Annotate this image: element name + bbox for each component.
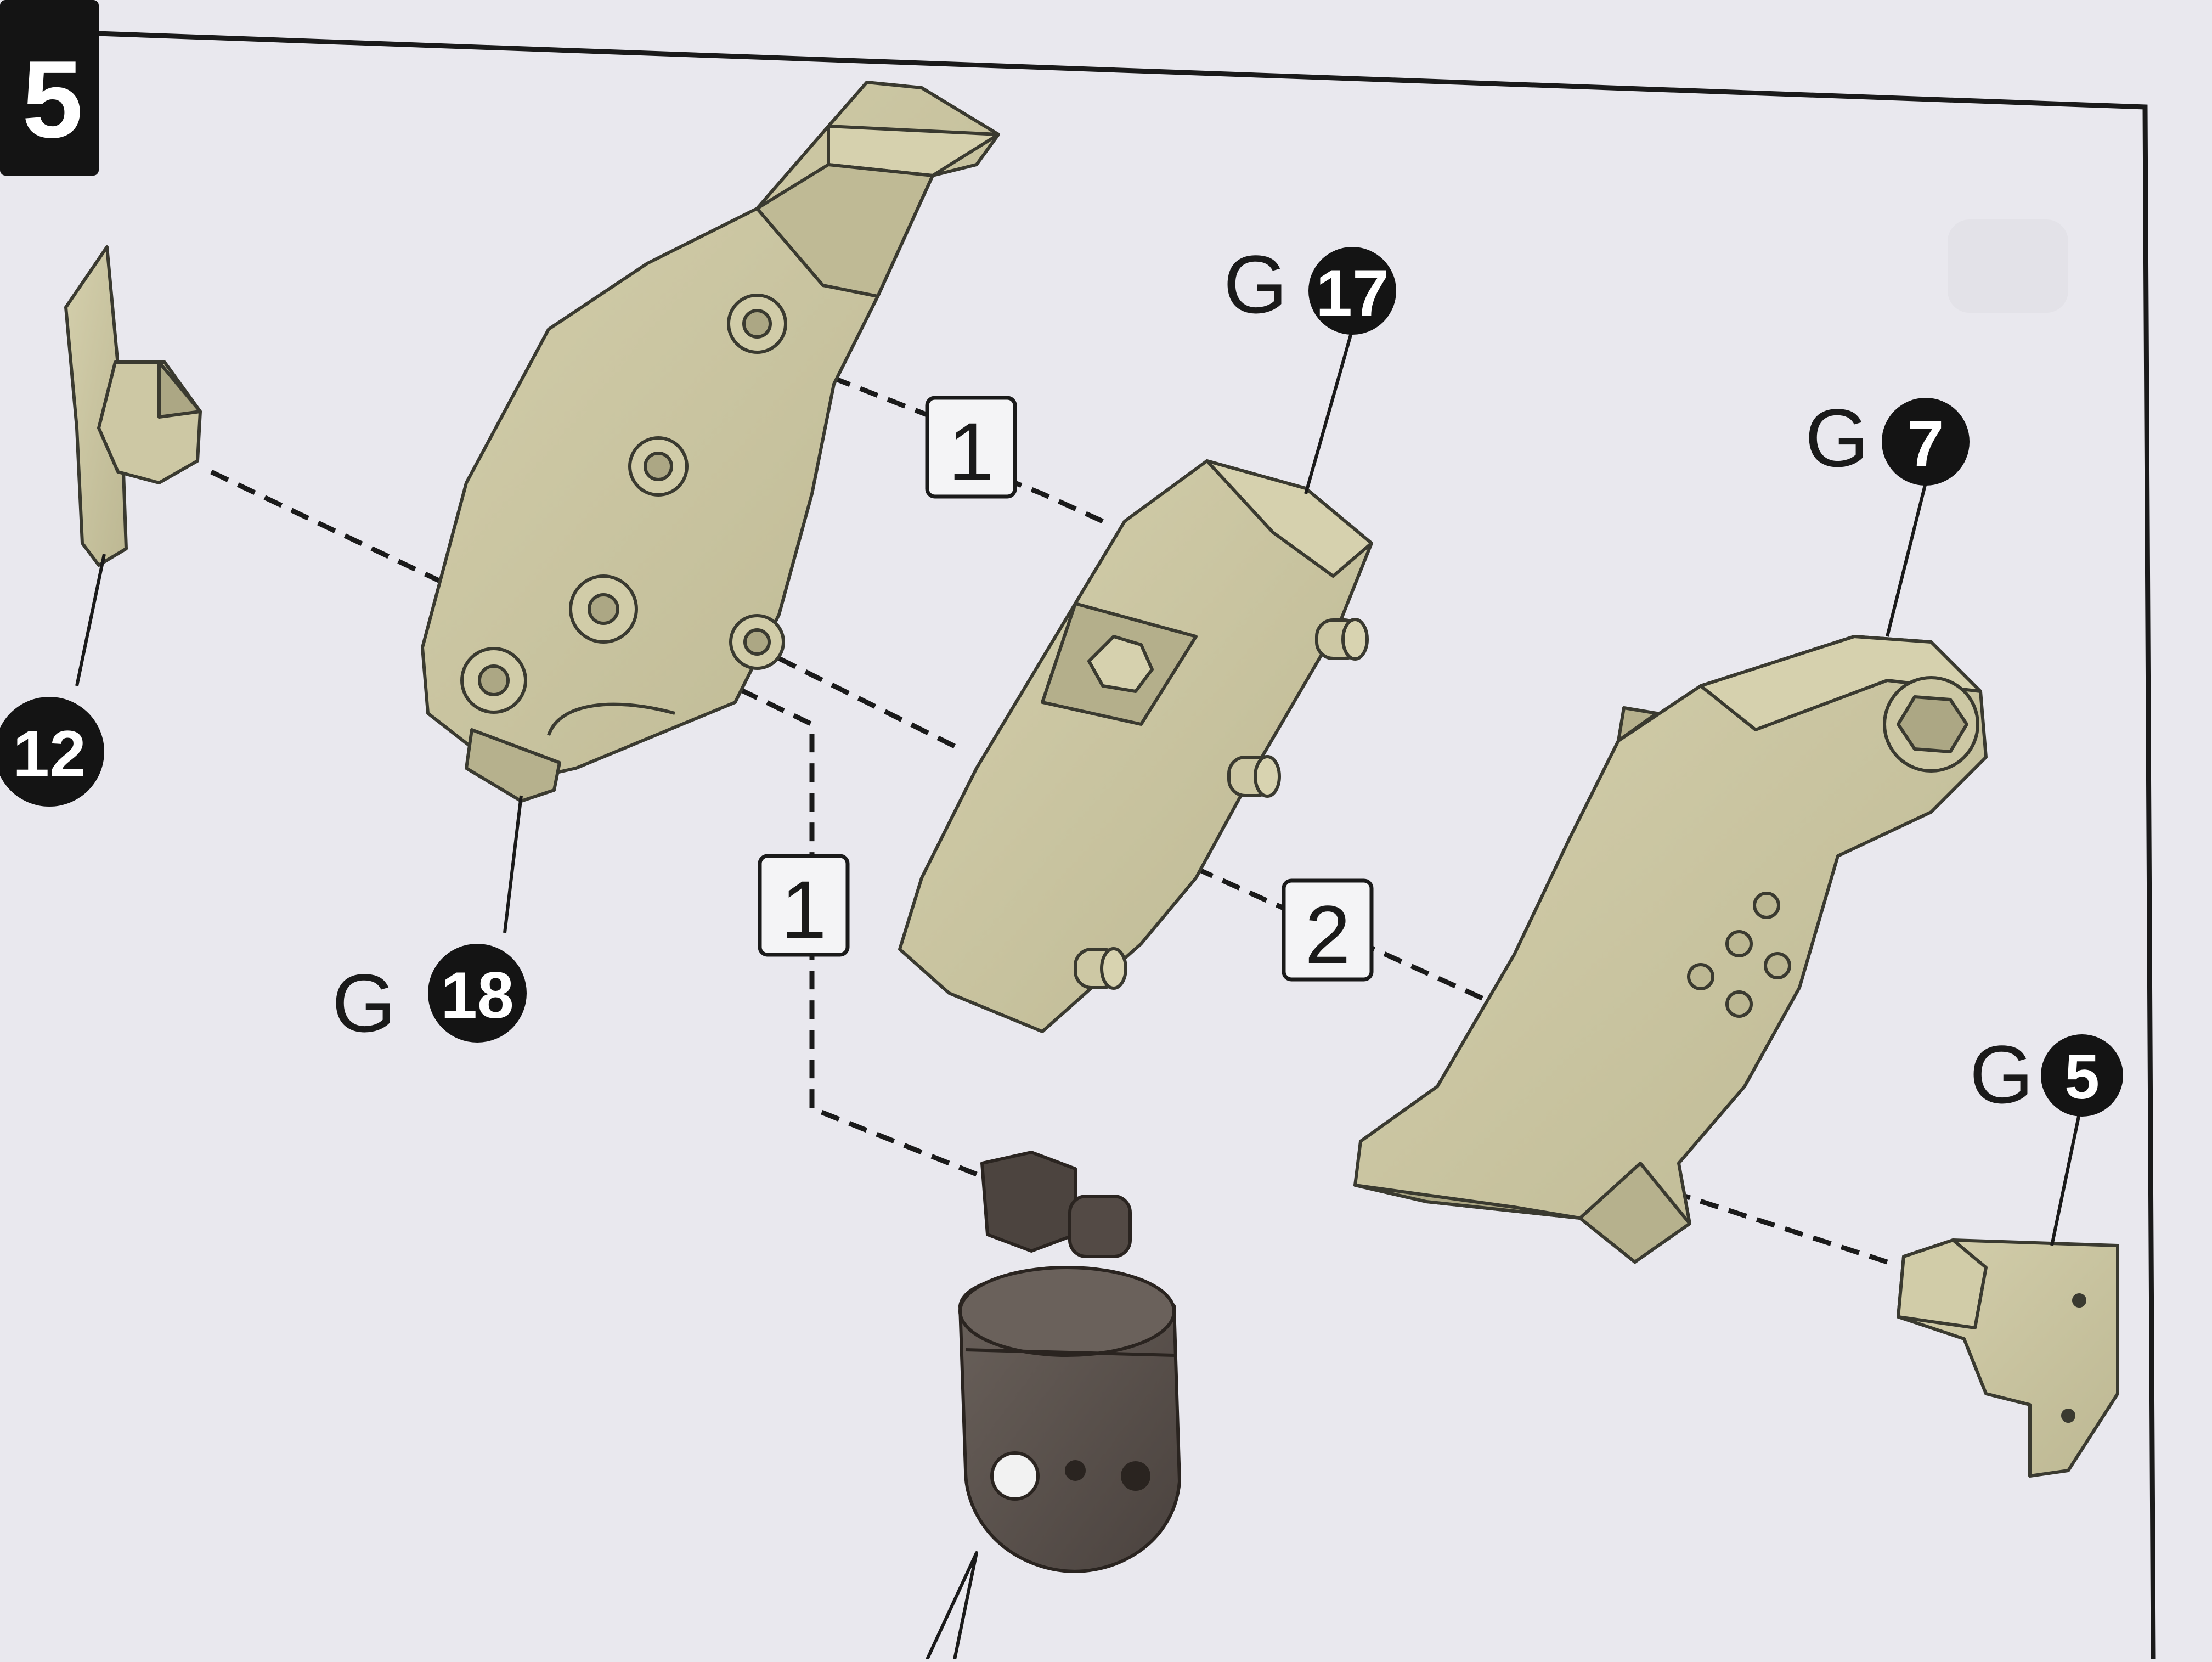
label-g7-letter: G [1805, 392, 1869, 484]
part-g17 [898, 459, 1373, 1033]
leader-g17 [1304, 329, 1354, 494]
order-marker-right-text: 2 [1305, 888, 1350, 981]
label-g5: G 5 [1970, 1028, 2123, 1120]
label-g18-letter: G [332, 957, 396, 1049]
label-12: 12 [0, 697, 104, 807]
guide-line-top [1014, 480, 1104, 524]
order-marker-middle: 1 [758, 854, 850, 957]
order-marker-middle-text: 1 [781, 864, 826, 956]
label-12-number: 12 [13, 717, 86, 791]
label-g17-number: 17 [1316, 256, 1389, 330]
part-g7 [1353, 635, 1988, 1264]
guide-line-right [1167, 853, 1585, 1046]
label-g18-number: 18 [441, 959, 514, 1032]
part-g18 [421, 81, 1000, 803]
label-g5-letter: G [1970, 1028, 2034, 1120]
label-g18: G 18 [332, 944, 527, 1049]
label-g17-letter: G [1223, 238, 1288, 330]
label-g7: G 7 [1805, 392, 1970, 486]
leader-lines [75, 329, 2081, 1246]
label-g17: G 17 [1223, 238, 1396, 335]
order-marker-top: 1 [925, 396, 1017, 499]
guide-line-g5 [1645, 1178, 1888, 1265]
label-g5-number: 5 [2064, 1042, 2100, 1112]
faint-box [1948, 219, 2068, 313]
leader-g5 [2050, 1113, 2081, 1246]
guide-line-middle [755, 645, 956, 749]
step-number-badge: 5 [0, 0, 99, 176]
order-marker-top-text: 1 [948, 405, 994, 498]
part-g5 [1897, 1238, 2119, 1478]
part-12 [64, 245, 202, 567]
order-marker-right: 2 [1282, 878, 1374, 982]
leader-12 [75, 554, 106, 686]
step-number: 5 [22, 38, 83, 161]
panel-frame [82, 30, 2156, 1660]
part-camera-head [926, 1151, 1181, 1660]
leader-g18 [503, 795, 523, 933]
label-g7-number: 7 [1908, 407, 1944, 481]
leader-g7 [1886, 482, 1927, 637]
